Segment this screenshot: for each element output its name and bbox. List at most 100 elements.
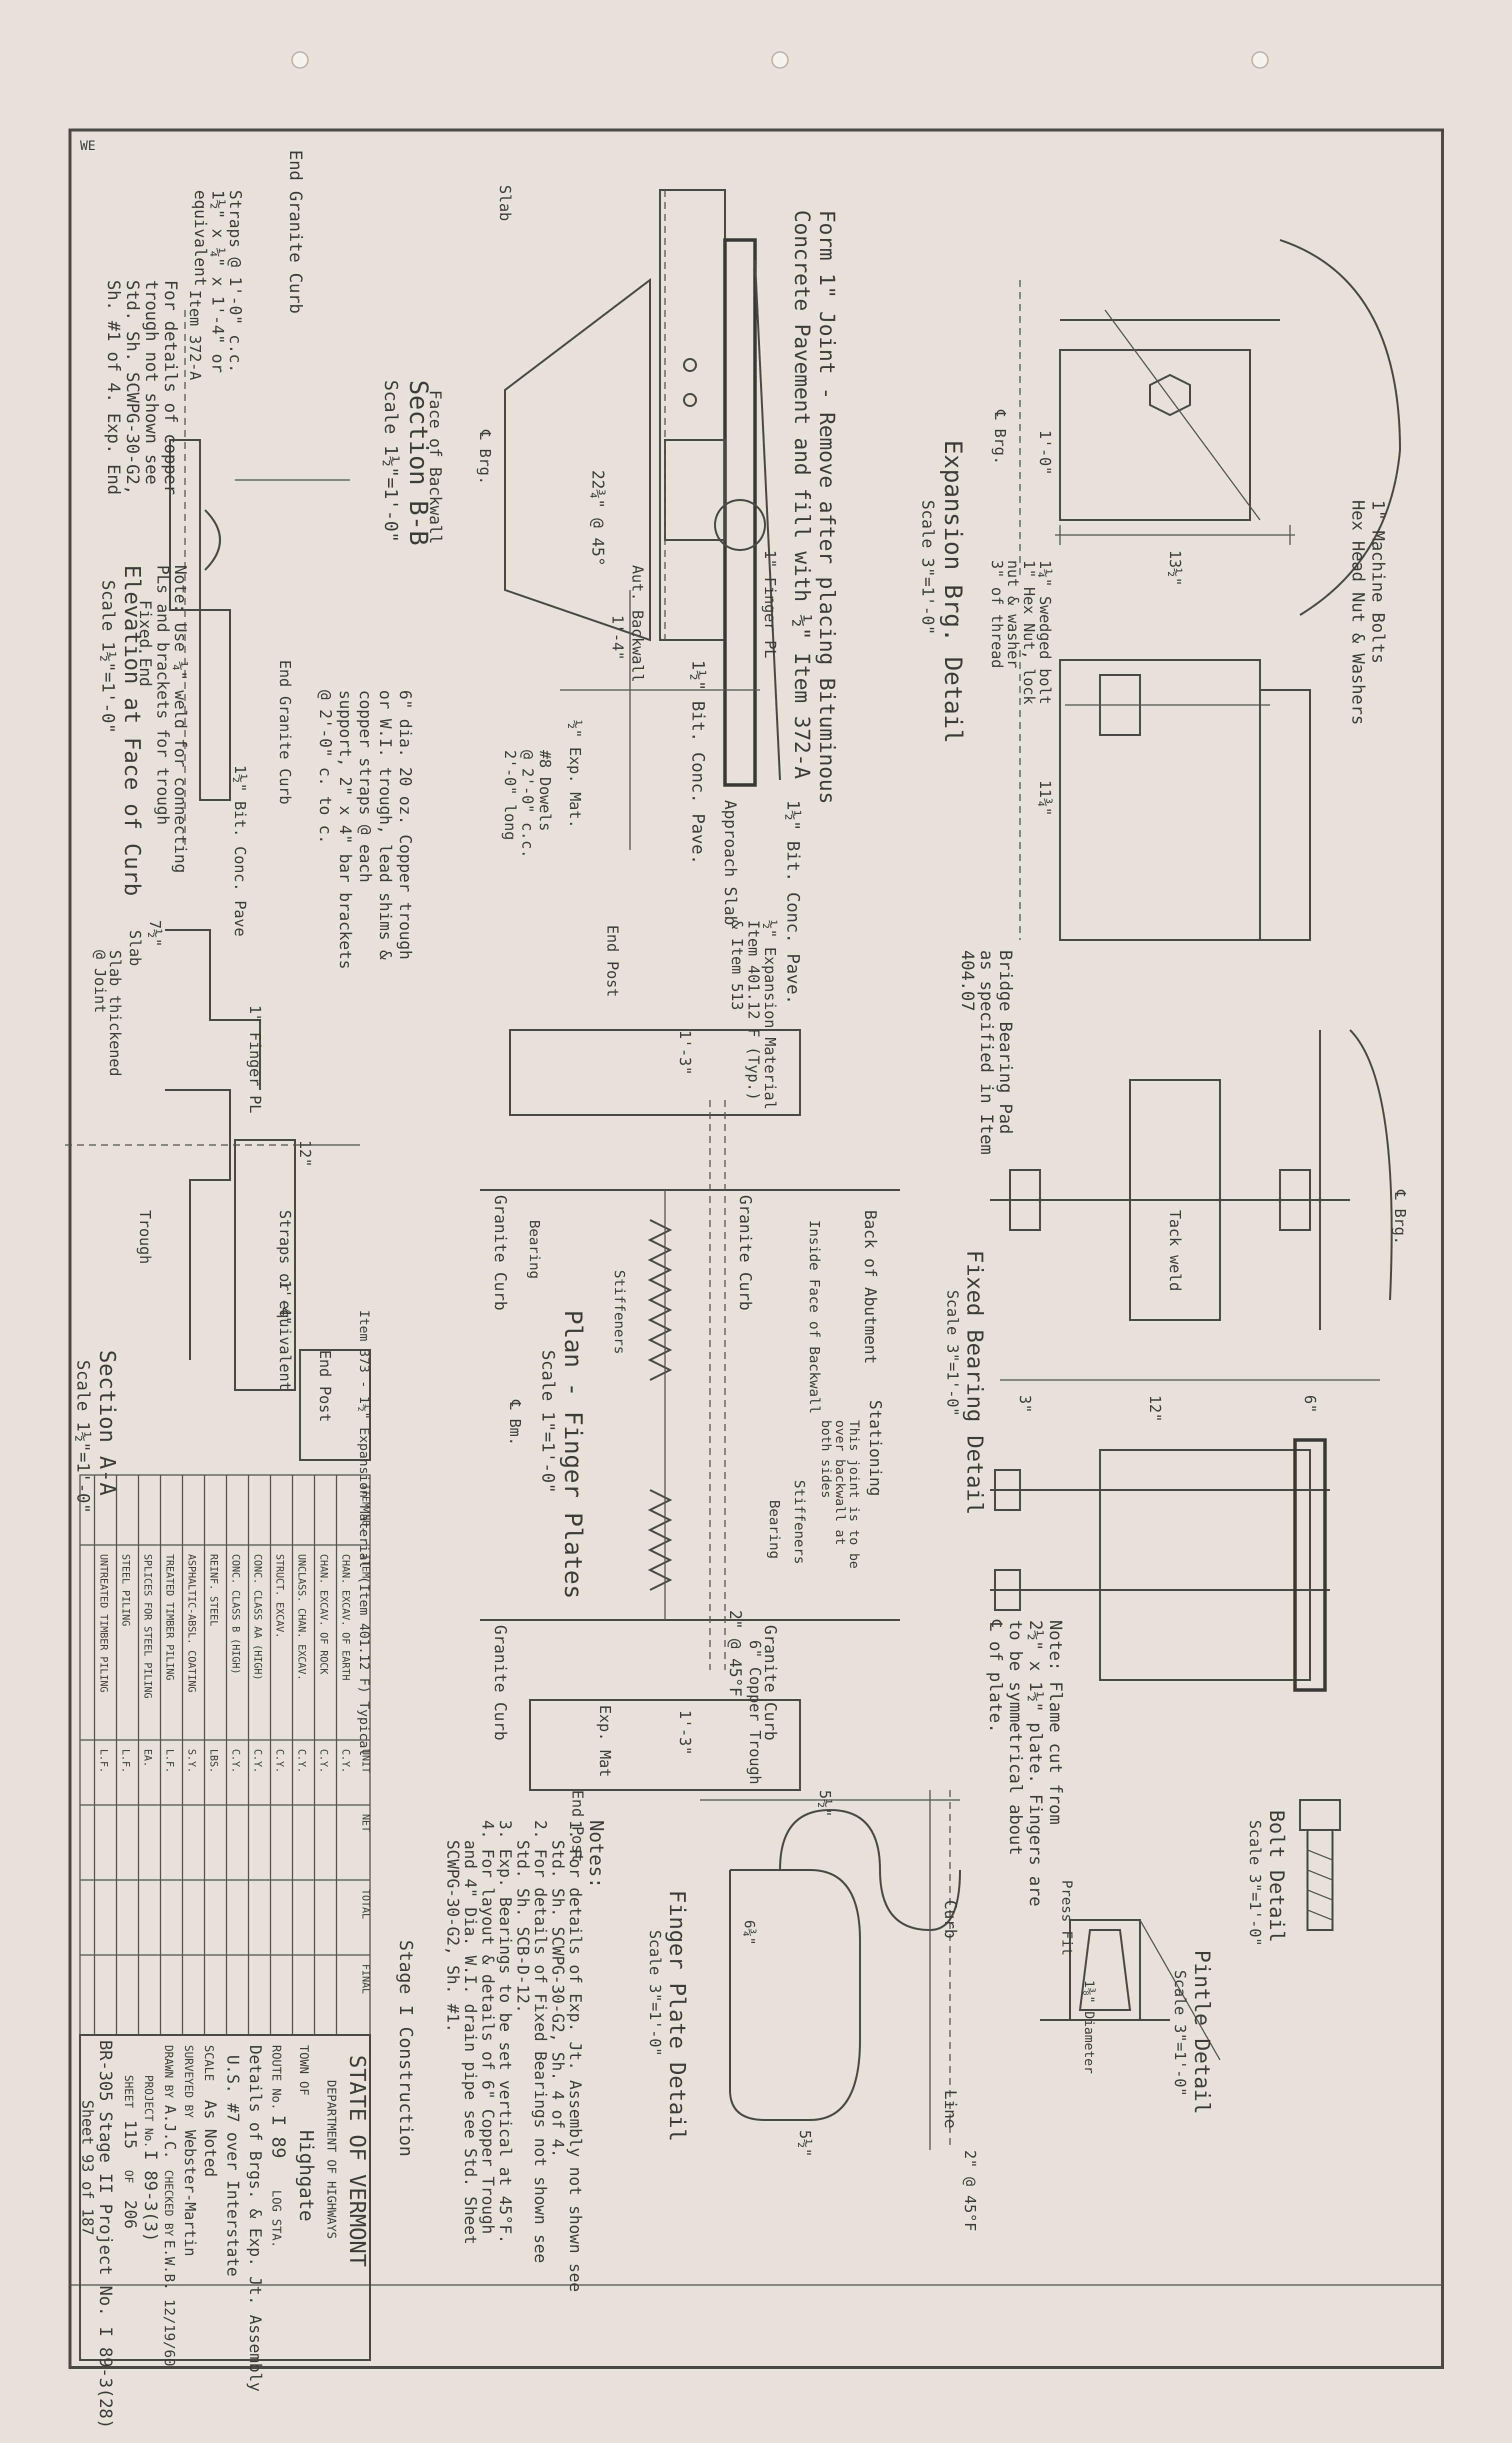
weld-note-2: PLs and brackets for trough — [154, 565, 172, 825]
table-row-unit: C.Y. — [274, 1749, 286, 1773]
end-post-top — [509, 1029, 801, 1116]
section-aa-drawing — [65, 929, 371, 1461]
scale-value: As Noted — [201, 2100, 220, 2177]
edge-mark: WE — [80, 138, 96, 154]
dowels-note-3: 2'-0" long — [501, 750, 518, 840]
dim-1-3-label-2: 1'-3" — [676, 1710, 694, 1755]
table-row-unit: EA. — [142, 1749, 154, 1767]
press-fit-label: Press Fit — [1059, 1880, 1076, 1956]
granite-curb-label-1: Granite Curb — [736, 1195, 755, 1310]
finger-zigzag-2 — [648, 1489, 672, 1591]
weld-note-1: Note: Use ¼" weld for connecting — [171, 565, 190, 874]
copper-trough-label: 6" Copper Trough — [746, 1640, 764, 1784]
quantities-header: UNIT — [360, 1749, 372, 1773]
scale-label: SCALE — [202, 2045, 216, 2081]
flame-note-1: Note: Flame cut from — [1046, 1620, 1066, 1824]
elevation-labels: End Granite Curb End Granite Curb Straps… — [98, 150, 306, 936]
straps-equiv-label: Straps or equivalent — [276, 1210, 294, 1390]
straps-note-2: 1½" x ¼" x 1'-4" or — [208, 190, 228, 373]
tack-weld-label: Tack weld — [1166, 1210, 1184, 1292]
dim-3-label: 3" — [1016, 1395, 1034, 1413]
finger-plate-label: 1" Finger PL — [761, 550, 778, 658]
table-row-item: CHAN. EXCAV. OF EARTH — [340, 1554, 352, 1680]
note-4b: and 4" Dia. W.I. drain pipe see Std. She… — [461, 1840, 480, 2244]
dim-1-4-aa: 1'-4" — [276, 1280, 294, 1325]
cl-brg-label: ℄ Brg. — [476, 430, 494, 485]
slab-label: Slab — [496, 185, 514, 221]
curb-profile — [165, 1089, 231, 1360]
nut — [994, 1469, 1021, 1511]
state-label: STATE OF VERMONT — [344, 2055, 370, 2267]
elevation-title: Elevation at Face of Curb — [120, 565, 145, 896]
back-abutment-label: Back of Abutment — [861, 1210, 880, 1364]
quantities-header: FINAL — [360, 1964, 372, 1994]
punch-hole — [1251, 51, 1269, 69]
bolt-title: Bolt Detail — [1265, 1810, 1288, 1942]
of-label: OF — [122, 2170, 134, 2184]
elevation-scale: Scale 1½"=1'-0" — [98, 580, 118, 734]
bearing-plate — [1059, 349, 1251, 521]
item-372a-label: Item 372-A — [186, 290, 204, 380]
face-backwall-label: Face of Backwall — [426, 390, 445, 544]
fixed-brg-title: Fixed Bearing Detail — [962, 1250, 988, 1515]
section-aa-title: Section A-A — [94, 1350, 120, 1496]
exp-mat-label: ½" Exp. Mat. — [566, 720, 584, 828]
stiffeners-label-2: Stiffeners — [792, 1480, 808, 1564]
form-joint-note-2: Concrete Pavement and fill with ½" Item … — [790, 210, 814, 779]
quantities-header: NET — [360, 1814, 372, 1832]
cl-brg-label-exp: ℄ Brg. — [991, 410, 1008, 465]
fixed-nut-2 — [1279, 1169, 1311, 1231]
bottom-ref: BR-305 Stage II Project No. I 89-3(28) — [96, 2040, 116, 2429]
copper-details-2: trough not shown see — [142, 280, 162, 484]
approach-slab-edge — [754, 260, 781, 780]
table-row-unit: C.Y. — [252, 1749, 264, 1773]
slab-thickened-2: @ Joint — [91, 950, 108, 1013]
project-label: PROJECT No. — [142, 2075, 154, 2148]
bottom-sheet: Sheet 93 of 187 — [78, 2100, 96, 2236]
surveyed-value: Webster-Martin — [181, 2130, 198, 2256]
note-2a: 2. For details of Fixed Bearings not sho… — [531, 1820, 550, 2263]
dowels-note-1: #8 Dowels — [536, 750, 554, 832]
form-joint-note-1: Form 1" Joint - Remove after placing Bit… — [815, 210, 840, 804]
table-row-unit: LBS. — [208, 1749, 220, 1773]
fixed-stiffener — [1293, 1438, 1327, 1692]
dim-22-34: 22¾" @ 45° — [588, 470, 608, 566]
note-4c: SCWPG-30-G2, Sh. #1. — [444, 1840, 462, 2032]
notes-header: Notes: — [586, 1820, 608, 1888]
town-value: Highgate — [296, 2130, 318, 2222]
copper-note-2: or W.I. trough, lead shims & — [376, 690, 395, 960]
end-granite-curb-label-2: End Granite Curb — [276, 660, 294, 804]
note-1a: 1. For details of Exp. Jt. Assembly not … — [566, 1820, 585, 2292]
straps-note-1: Straps @ 1'-0" c.c. — [226, 190, 245, 373]
exp-material-1: ½" Expansion Material — [761, 920, 778, 1110]
sheet-value: 115 — [121, 2120, 140, 2149]
pintle-labels: Pintle Detail Scale 3"=1'-0" Press Fit 1… — [1059, 1880, 1214, 2114]
finger-curve-1 — [729, 1869, 861, 2121]
surveyed-label: SURVEYED BY — [182, 2045, 194, 2118]
dept-label: DEPARTMENT OF HIGHWAYS — [324, 2080, 338, 2239]
sheet-label: SHEET — [122, 2075, 134, 2108]
pintle-drawing — [1040, 1919, 1221, 2060]
section-aa-labels: Section A-A Scale 1½"=1'-0" Slab thicken… — [73, 920, 372, 1756]
description-value: Details of Brgs. & Exp. Jt. Assembly — [246, 2045, 265, 2392]
granite-curb-label-3: Granite Curb — [761, 1625, 780, 1740]
end-post-block — [299, 1349, 371, 1461]
quantities-header: TOTAL — [360, 1889, 372, 1919]
project-value: I 89-3(3) — [140, 2150, 160, 2242]
stationing-label: Stationing — [866, 1400, 885, 1496]
table-row-item: REINF. STEEL — [208, 1554, 220, 1626]
copper-note-4: support, 2" x 4" bar brackets — [336, 690, 355, 970]
drawn-value: A.J.C. — [161, 2105, 178, 2159]
dim-5-half-label: 5½" — [816, 1790, 834, 1817]
expansion-brg-scale: Scale 3"=1'-0" — [918, 500, 938, 635]
finger-zigzag — [648, 1219, 672, 1381]
bearing-label: Bearing — [526, 1220, 543, 1279]
table-row-item: STRUCT. EXCAV. — [274, 1554, 286, 1638]
pintle-taper — [1078, 1929, 1132, 2011]
dim-1-4: 1'-4" — [608, 615, 626, 660]
checked-value: E.W.B. 12/19/60 — [162, 2240, 178, 2366]
thread — [1307, 1849, 1333, 1861]
note-3: 3. Exp. Bearings to be set vertical at 4… — [496, 1820, 515, 2244]
